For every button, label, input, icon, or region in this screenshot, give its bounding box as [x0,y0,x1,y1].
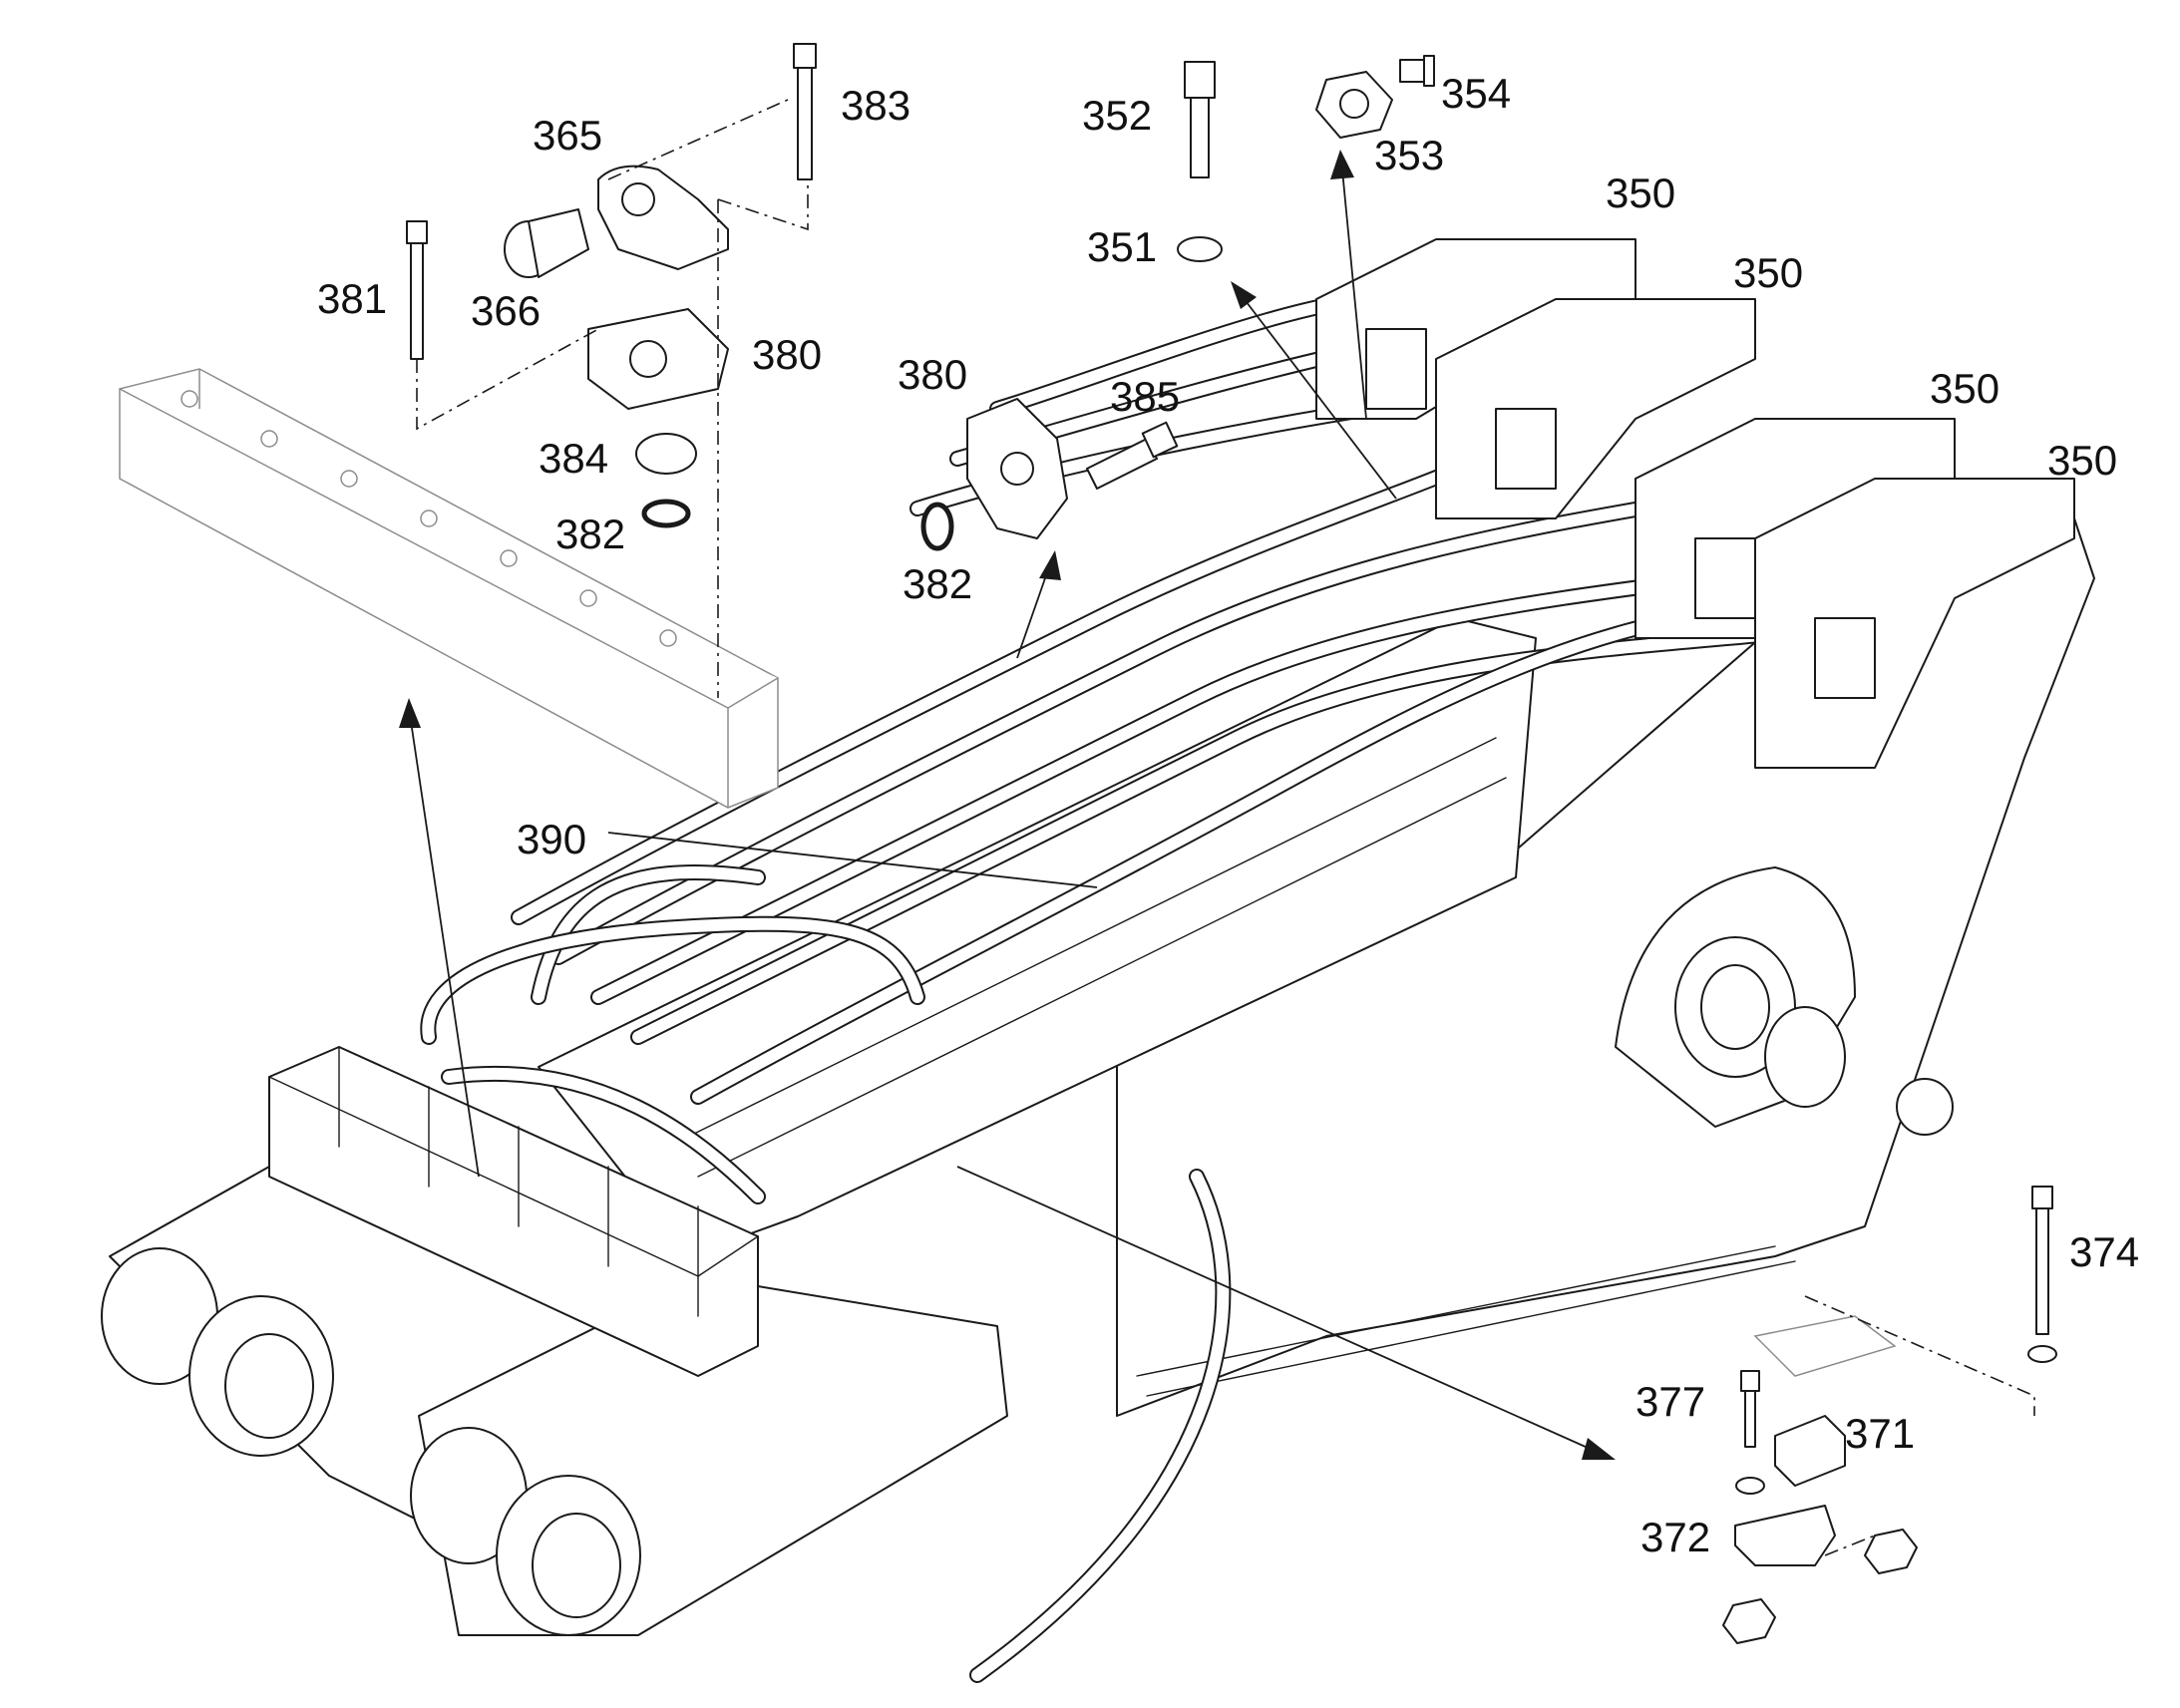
callout-350-c: 350 [1930,365,1999,412]
exploded-valve-block [119,368,779,809]
callout-377: 377 [1635,1378,1705,1425]
bolt-352 [1184,61,1216,178]
callout-labels: 350 350 350 350 351 352 353 354 365 366 … [317,70,2139,1560]
callout-350-a: 350 [1606,170,1675,216]
callout-381: 381 [317,275,387,322]
callout-372: 372 [1640,1514,1710,1560]
valve-assembly-350-group [1315,238,2075,769]
callout-382-upper: 382 [555,511,625,557]
clamp-371 [1753,1315,1897,1487]
callout-354: 354 [1441,70,1511,117]
bolt-374 [2027,1186,2057,1363]
callout-353: 353 [1374,132,1444,178]
valve-block-row [268,1046,759,1377]
callout-383: 383 [841,82,910,129]
flange-bracket-365 [597,165,729,270]
nut-353 [1315,71,1393,139]
disk-384 [635,433,697,475]
screw-381 [406,220,428,360]
callout-350-d: 350 [2047,437,2117,484]
washer-351 [1177,236,1223,262]
callout-382-middle: 382 [903,560,972,607]
callout-350-b: 350 [1733,249,1803,296]
callout-351: 351 [1087,223,1157,270]
leader-lines [399,150,1616,1460]
o-ring-382a [641,499,691,528]
callout-374: 374 [2069,1228,2139,1275]
callout-390: 390 [517,816,586,862]
fitting-354 [1399,55,1435,87]
screw-385 [1086,421,1179,490]
screw-383 [793,43,817,180]
plate-372 [1734,1505,1836,1566]
o-ring-382b [920,502,954,551]
callout-352: 352 [1082,92,1152,139]
callout-385: 385 [1110,373,1180,420]
plug-366 [504,208,589,278]
nuts-37x [1722,1529,1918,1644]
callout-384: 384 [539,435,608,482]
callout-380-middle: 380 [898,351,967,398]
bolt-377 [1735,1370,1765,1495]
callout-365: 365 [533,112,602,159]
callout-380-upper: 380 [752,331,822,378]
split-flange-380b [966,398,1068,539]
split-flange-380a [587,308,729,410]
assembly-lines [416,99,2035,1556]
callout-371: 371 [1845,1410,1915,1457]
callout-366: 366 [471,287,541,334]
